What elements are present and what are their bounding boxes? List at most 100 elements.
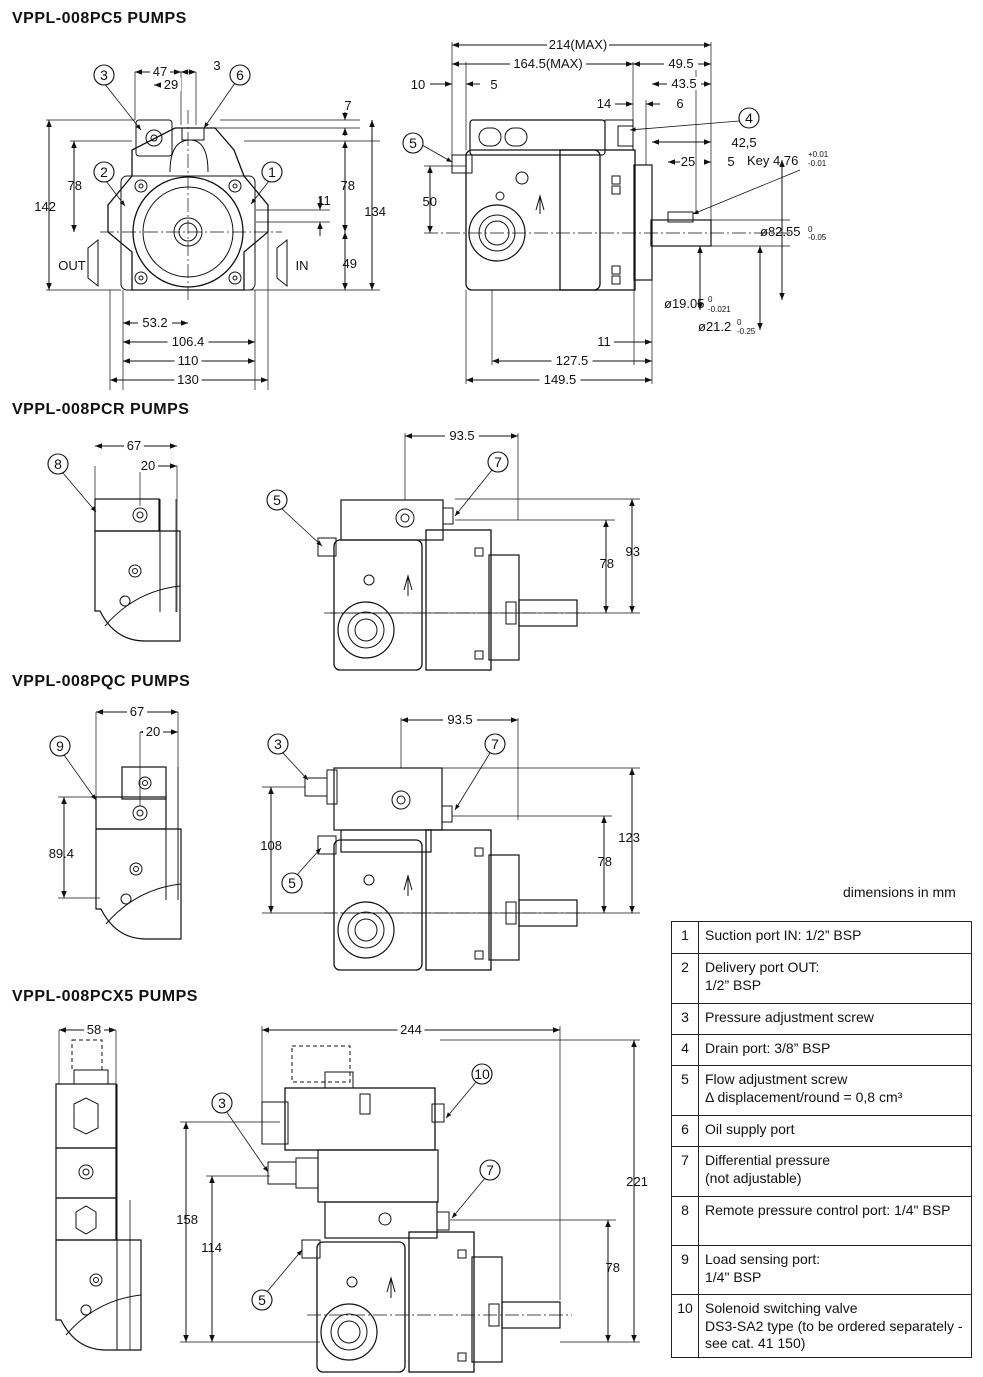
leader-line xyxy=(265,1249,303,1294)
label-bg xyxy=(510,57,586,70)
pqc-suction-bore xyxy=(354,918,378,942)
solenoid-plug-outline xyxy=(71,1039,103,1071)
dimension-label: 142 xyxy=(34,199,56,214)
legend-number: 2 xyxy=(671,953,699,1004)
callout-number: 3 xyxy=(274,736,282,752)
pcr-valve xyxy=(442,507,454,525)
legend-description: Oil supply port xyxy=(698,1115,972,1147)
leader-line xyxy=(454,469,493,517)
pqc-left-port xyxy=(129,862,143,876)
dimension-label: 20 xyxy=(141,458,155,473)
callout-circle xyxy=(261,161,283,183)
callout-circle xyxy=(266,489,288,511)
section-title-pqc: VPPL-008PQC PUMPS xyxy=(12,673,191,690)
callout-number: 7 xyxy=(486,1162,494,1178)
compensator-nut xyxy=(75,1205,97,1235)
leader-line xyxy=(692,169,801,215)
dimension-label: 49 xyxy=(343,256,357,271)
label-bg xyxy=(664,57,698,70)
leader-line xyxy=(629,120,740,132)
dimension-label: 78 xyxy=(341,178,355,193)
dimension-label: 134 xyxy=(364,204,386,219)
pcr-flow-arrow-icon xyxy=(403,574,413,596)
dimension-label: 244 xyxy=(400,1022,422,1037)
bolt-center xyxy=(138,275,144,281)
ls-block-top xyxy=(121,766,167,800)
dimension-label: 49.5 xyxy=(668,56,693,71)
callout-number: 3 xyxy=(218,1095,226,1111)
bolt-center xyxy=(232,275,238,281)
flow-screw xyxy=(301,1239,321,1259)
pcr-left-port-center xyxy=(132,568,138,574)
dimension-label: 78 xyxy=(68,178,82,193)
pcx5-flow-arrow-icon xyxy=(386,1276,396,1298)
bolt-circle xyxy=(228,271,242,285)
pqc-flow-arrow-icon xyxy=(403,874,413,896)
pqc-valve-port-center xyxy=(396,795,406,805)
callout-number: 8 xyxy=(54,456,62,472)
oil-supply-port xyxy=(181,127,205,141)
pcx5-left-curve xyxy=(65,1294,142,1336)
remote-port-block xyxy=(94,498,160,532)
dimension-label: 89.4 xyxy=(49,846,74,861)
pressure-screw xyxy=(267,1161,297,1185)
spacer-port xyxy=(78,1164,94,1180)
bolt-head xyxy=(611,275,621,285)
dimension-label: -0.25 xyxy=(737,327,756,336)
dimension-label: 106.4 xyxy=(172,334,205,349)
legend-description: Pressure adjustment screw xyxy=(698,1003,972,1035)
label-bg xyxy=(443,713,477,726)
section-title-pcr: VPPL-008PCR PUMPS xyxy=(12,401,190,418)
label-bg xyxy=(547,38,609,51)
pcr-rear-cover xyxy=(425,529,492,671)
bolt-head xyxy=(474,950,484,960)
port-label-in: IN xyxy=(296,258,309,273)
label-bg xyxy=(594,335,614,348)
bolt-circle xyxy=(228,179,242,193)
dimension-label: 43.5 xyxy=(671,76,696,91)
leader-line xyxy=(281,751,309,781)
dimension-label: 10 xyxy=(411,77,425,92)
callout-number: 5 xyxy=(273,492,281,508)
dimension-label: 7 xyxy=(344,98,351,113)
dimension-label: 214(MAX) xyxy=(549,37,608,52)
pcr-control-port xyxy=(395,508,415,528)
pcx5-body xyxy=(316,1241,406,1373)
callout-circle xyxy=(487,451,509,473)
diff-valve xyxy=(436,1211,450,1231)
solenoid-coil-knob xyxy=(261,1101,289,1145)
dimension-label: 123 xyxy=(618,830,640,845)
dimension-label: 5 xyxy=(727,154,734,169)
dimension-label: 0 xyxy=(737,318,742,327)
pqc-pressure-screw xyxy=(304,777,328,797)
legend-description: Delivery port OUT: 1/2” BSP xyxy=(698,953,972,1004)
pcr-left-plug xyxy=(119,595,131,607)
bolt-head xyxy=(611,185,621,195)
legend-description: Remote pressure control port: 1/4" BSP xyxy=(698,1196,972,1246)
dimension-label: -0.021 xyxy=(708,305,731,314)
dimension-label: 0 xyxy=(808,225,813,234)
bolt-head xyxy=(611,175,621,185)
dimension-label: 110 xyxy=(178,353,199,368)
leader-line xyxy=(103,82,142,131)
shaft-key xyxy=(667,211,694,223)
leader-line xyxy=(105,180,126,207)
pqc-diff-valve xyxy=(441,805,453,823)
label-bg xyxy=(174,373,202,386)
bolt-center xyxy=(232,183,238,189)
section-title-pc5: VPPL-008PC5 PUMPS xyxy=(12,10,187,27)
mounting-flange xyxy=(633,164,653,281)
callout-circle xyxy=(229,64,251,86)
units-note: dimensions in mm xyxy=(843,884,956,900)
label-bg xyxy=(667,77,701,90)
leader-line xyxy=(62,472,97,513)
callout-circle xyxy=(738,107,760,129)
legend-number: 5 xyxy=(671,1065,699,1116)
callout-number: 9 xyxy=(56,738,64,754)
ls-port-block xyxy=(95,796,167,830)
